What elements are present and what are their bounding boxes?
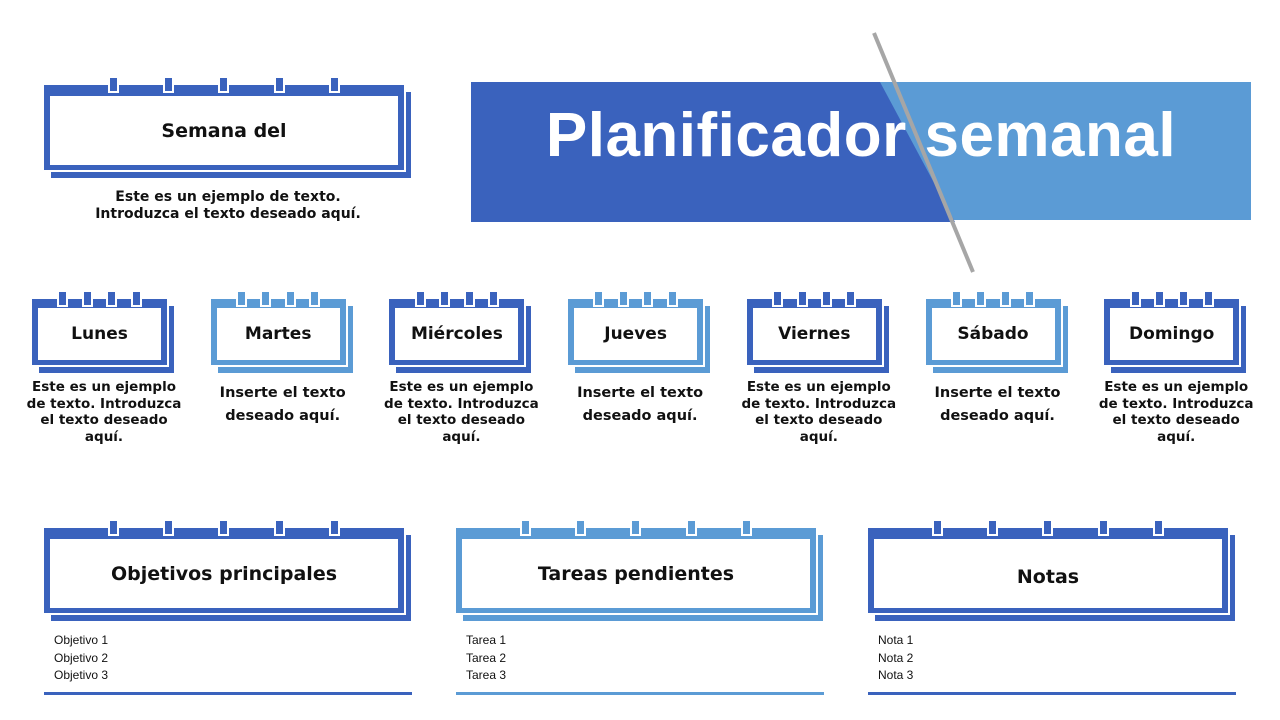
day-description: Este es un ejemplo de texto. Introduzca … bbox=[1098, 379, 1254, 445]
ring-icon bbox=[1202, 292, 1214, 307]
ring-icon bbox=[328, 521, 340, 536]
list-item: Nota 2 bbox=[878, 650, 914, 665]
ring-icon bbox=[57, 292, 69, 307]
ring-icon bbox=[772, 292, 784, 307]
list-item: Objetivo 2 bbox=[54, 650, 109, 665]
section-card: Tareas pendientes bbox=[456, 521, 823, 621]
ring-icon bbox=[328, 78, 340, 93]
ring-icon bbox=[630, 521, 642, 536]
section-label: Objetivos principales bbox=[50, 539, 398, 608]
day-card: Lunes bbox=[32, 292, 174, 373]
day-card: Sábado bbox=[925, 292, 1068, 373]
week-card: Semana del bbox=[44, 78, 411, 178]
day-card: Miércoles bbox=[389, 292, 532, 373]
section-divider bbox=[868, 692, 1236, 695]
section-list: Nota 1 Nota 2 Nota 3 bbox=[878, 632, 913, 685]
ring-icon bbox=[106, 292, 118, 307]
ring-icon bbox=[796, 292, 808, 307]
ring-icon bbox=[108, 78, 120, 93]
ring-icon bbox=[593, 292, 605, 307]
ring-icon bbox=[575, 521, 587, 536]
day-description: Este es un ejemplo de texto. Introduzca … bbox=[384, 379, 539, 445]
day-label: Viernes bbox=[752, 308, 876, 360]
section-divider bbox=[44, 692, 412, 695]
page-title: Planificador semanal bbox=[545, 101, 1177, 170]
week-description: Este es un ejemplo de texto. Introduzca … bbox=[95, 189, 361, 222]
section-label: Tareas pendientes bbox=[462, 539, 810, 608]
ring-icon bbox=[414, 292, 426, 307]
ring-icon bbox=[932, 521, 944, 536]
day-label: Domingo bbox=[1110, 308, 1234, 360]
ring-icon bbox=[1178, 292, 1190, 307]
ring-icon bbox=[260, 292, 272, 307]
ring-icon bbox=[975, 292, 987, 307]
ring-icon bbox=[218, 78, 230, 93]
ring-icon bbox=[1153, 292, 1165, 307]
list-item: Objetivo 3 bbox=[54, 668, 109, 682]
day-description: Inserte el texto deseado aquí. bbox=[577, 385, 704, 424]
day-label: Lunes bbox=[38, 308, 161, 360]
list-item: Nota 1 bbox=[878, 633, 914, 647]
banner-dark-panel bbox=[471, 82, 955, 222]
section-label: Notas bbox=[874, 539, 1222, 608]
ring-icon bbox=[1152, 521, 1164, 536]
ring-icon bbox=[163, 521, 175, 536]
list-item: Tarea 2 bbox=[466, 650, 507, 665]
ring-icon bbox=[1097, 521, 1109, 536]
list-item: Tarea 1 bbox=[466, 633, 507, 647]
day-label: Miércoles bbox=[395, 308, 519, 360]
ring-icon bbox=[81, 292, 93, 307]
ring-icon bbox=[617, 292, 629, 307]
ring-icon bbox=[284, 292, 296, 307]
section-card: Objetivos principales bbox=[44, 521, 411, 621]
list-item: Tarea 3 bbox=[466, 668, 507, 682]
ring-icon bbox=[1042, 521, 1054, 536]
ring-icon bbox=[273, 78, 285, 93]
ring-icon bbox=[163, 78, 175, 93]
day-label: Jueves bbox=[574, 308, 698, 360]
ring-icon bbox=[1024, 292, 1036, 307]
ring-icon bbox=[666, 292, 678, 307]
day-card: Viernes bbox=[746, 292, 889, 373]
ring-icon bbox=[685, 521, 697, 536]
ring-icon bbox=[273, 521, 285, 536]
ring-icon bbox=[1129, 292, 1141, 307]
day-card: Jueves bbox=[568, 292, 711, 373]
ring-icon bbox=[463, 292, 475, 307]
day-description: Este es un ejemplo de texto. Introduzca … bbox=[741, 379, 897, 445]
list-item: Nota 3 bbox=[878, 668, 914, 682]
day-label: Sábado bbox=[931, 308, 1055, 360]
list-item: Objetivo 1 bbox=[54, 633, 109, 647]
ring-icon bbox=[820, 292, 832, 307]
ring-icon bbox=[987, 521, 999, 536]
ring-icon bbox=[487, 292, 499, 307]
title-banner bbox=[471, 32, 1251, 273]
ring-icon bbox=[108, 521, 120, 536]
day-card: Domingo bbox=[1104, 292, 1247, 373]
ring-icon bbox=[520, 521, 532, 536]
section-list: Tarea 1 Tarea 2 Tarea 3 bbox=[466, 632, 506, 685]
section-list: Objetivo 1 Objetivo 2 Objetivo 3 bbox=[54, 632, 108, 685]
section-card: Notas bbox=[868, 521, 1235, 621]
ring-icon bbox=[642, 292, 654, 307]
ring-icon bbox=[740, 521, 752, 536]
ring-icon bbox=[845, 292, 857, 307]
day-card: Martes bbox=[210, 292, 353, 373]
ring-icon bbox=[130, 292, 142, 307]
section-divider bbox=[456, 692, 824, 695]
day-description: Inserte el texto deseado aquí. bbox=[219, 385, 346, 424]
ring-icon bbox=[999, 292, 1011, 307]
week-label: Semana del bbox=[50, 96, 398, 165]
ring-icon bbox=[236, 292, 248, 307]
banner-divider bbox=[872, 32, 975, 273]
ring-icon bbox=[439, 292, 451, 307]
day-description: Este es un ejemplo de texto. Introduzca … bbox=[26, 379, 182, 445]
ring-icon bbox=[218, 521, 230, 536]
day-description: Inserte el texto deseado aquí. bbox=[934, 385, 1061, 424]
day-label: Martes bbox=[216, 308, 340, 360]
ring-icon bbox=[950, 292, 962, 307]
ring-icon bbox=[309, 292, 321, 307]
